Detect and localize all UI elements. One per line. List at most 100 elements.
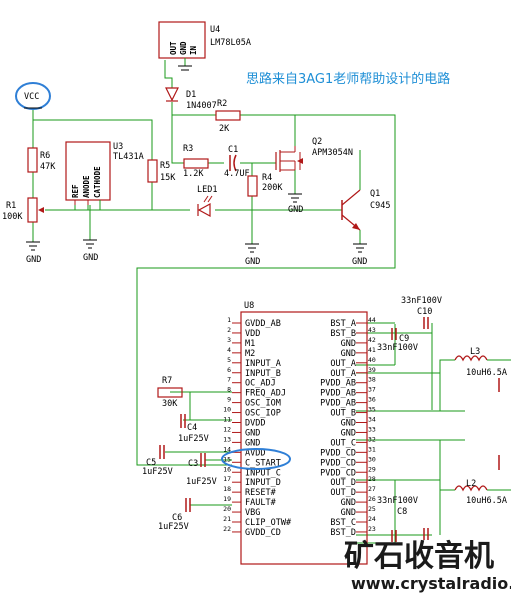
u8-pin-name: BST_A bbox=[330, 319, 356, 329]
u8-pin-number: 9 bbox=[227, 396, 231, 404]
c8-ref: C8 bbox=[397, 507, 407, 517]
u8-pin-number: 35 bbox=[368, 406, 376, 414]
r6-ref: R6 bbox=[40, 151, 50, 161]
r5-value: 15K bbox=[160, 173, 176, 183]
u4-pin-gnd: GND bbox=[179, 41, 188, 55]
c5-value: 1uF25V bbox=[142, 467, 173, 477]
u3-part: TL431A bbox=[113, 152, 144, 162]
c4-ref: C4 bbox=[187, 423, 197, 433]
u3-pin-ref: REF bbox=[71, 184, 80, 198]
u8-pin-name: OUT_C bbox=[330, 438, 356, 448]
u8-pin-number: 16 bbox=[223, 465, 231, 473]
u8-pin-number: 21 bbox=[223, 515, 231, 523]
c1-value: 4.7UF bbox=[224, 169, 250, 179]
u8-pin-number: 15 bbox=[223, 455, 231, 463]
r1-value: 100K bbox=[2, 212, 23, 222]
u8-pin-name: OSC_IOP bbox=[245, 409, 281, 419]
u8-pin-number: 28 bbox=[368, 475, 376, 483]
r2-resistor: R2 2K bbox=[215, 99, 241, 134]
c3-value: 1uF25V bbox=[186, 477, 217, 487]
u4-pin-in: IN bbox=[189, 45, 198, 55]
u8-pin-number: 27 bbox=[368, 485, 376, 493]
u8-pin-number: 39 bbox=[368, 366, 376, 374]
u8-pin-number: 42 bbox=[368, 336, 376, 344]
u8-pin-name: FREQ_ADJ bbox=[245, 389, 286, 399]
u8-pin-number: 11 bbox=[223, 416, 231, 424]
r1-potentiometer: R1 100K bbox=[2, 197, 44, 223]
r6-resistor: R6 47K bbox=[27, 147, 56, 173]
l3-inductor: L3 10uH6.5A bbox=[454, 347, 511, 392]
c5-ref: C5 bbox=[146, 458, 156, 468]
u8-pin-number: 19 bbox=[223, 495, 231, 503]
q2-mosfet: Q2 APM3054N bbox=[275, 137, 353, 172]
u8-ref: U8 bbox=[244, 301, 254, 311]
q2-ref: Q2 bbox=[312, 137, 322, 147]
u8-pin-name: CLIP_OTW# bbox=[245, 518, 292, 528]
q2-part: APM3054N bbox=[312, 148, 353, 158]
u8-pin-number: 44 bbox=[368, 316, 376, 324]
u8-pin-number: 14 bbox=[223, 445, 231, 453]
brand-name: 矿石收音机 bbox=[344, 539, 494, 574]
l2-ref: L2 bbox=[466, 479, 476, 489]
u8-pin-number: 37 bbox=[368, 386, 376, 394]
u8-pin-name: OSC_IOM bbox=[245, 399, 281, 409]
r2-ref: R2 bbox=[217, 99, 227, 109]
r2-value: 2K bbox=[219, 124, 230, 134]
l3-ref: L3 bbox=[470, 347, 480, 357]
c1-capacitor: C1 4.7UF bbox=[224, 145, 250, 179]
u8-pin-name: GVDD_CD bbox=[245, 528, 281, 538]
caption: 思路来自3AG1老师帮助设计的电路 bbox=[246, 71, 450, 87]
u8-pin-number: 24 bbox=[368, 515, 376, 523]
u8-pin-name: GND bbox=[341, 428, 356, 438]
c4-capacitor: C4 1uF25V bbox=[178, 414, 209, 444]
u8-pin-name: FAULT# bbox=[245, 498, 277, 508]
u8-pin-name: OC_ADJ bbox=[245, 379, 276, 389]
r4-resistor: R4 200K bbox=[247, 173, 283, 197]
u8-pin-number: 41 bbox=[368, 346, 376, 354]
r6-value: 47K bbox=[40, 162, 56, 172]
c9-ref: C9 bbox=[399, 334, 409, 344]
u8-pin-name: PVDD_CD bbox=[320, 458, 356, 468]
u8-pin-name: PVDD_AB bbox=[320, 389, 356, 399]
gnd-label: GND bbox=[245, 257, 260, 267]
r3-ref: R3 bbox=[183, 144, 193, 154]
d1-part: 1N4007 bbox=[186, 101, 217, 111]
u8-pin-number: 20 bbox=[223, 505, 231, 513]
u8-pin-name: M1 bbox=[245, 339, 255, 349]
gnd-label: GND bbox=[352, 257, 367, 267]
r7-resistor: R7 30K bbox=[157, 376, 183, 409]
q1-ref: Q1 bbox=[370, 189, 380, 199]
r3-resistor: R3 1.2K bbox=[183, 144, 209, 179]
u8-pin-name: GVDD_AB bbox=[245, 319, 281, 329]
u8-pin-number: 18 bbox=[223, 485, 231, 493]
led1-diode: LED1 bbox=[197, 185, 217, 218]
u8-pin-name: PVDD_AB bbox=[320, 379, 356, 389]
c4-value: 1uF25V bbox=[178, 434, 209, 444]
u8-pin-name: BST_B bbox=[330, 329, 356, 339]
r7-value: 30K bbox=[162, 399, 178, 409]
u8-pin-name: RESET# bbox=[245, 488, 277, 498]
gnd-label: GND bbox=[83, 253, 98, 263]
ground-symbol bbox=[245, 243, 259, 253]
r4-ref: R4 bbox=[262, 173, 272, 183]
u8-pin-name: BST_D bbox=[330, 528, 356, 538]
u8-pin-number: 6 bbox=[227, 366, 231, 374]
u8-pin-number: 43 bbox=[368, 326, 376, 334]
r7-ref: R7 bbox=[162, 376, 172, 386]
u8-pin-number: 7 bbox=[227, 376, 231, 384]
u8-pin-number: 31 bbox=[368, 445, 376, 453]
u8-pin-number: 4 bbox=[227, 346, 231, 354]
u8-pin-number: 36 bbox=[368, 396, 376, 404]
u8-pin-name: GND bbox=[245, 438, 260, 448]
u8-pin-number: 33 bbox=[368, 425, 376, 433]
l2-value: 10uH6.5A bbox=[466, 496, 507, 506]
d1-diode: D1 1N4007 bbox=[165, 87, 217, 111]
gnd-label: GND bbox=[26, 255, 41, 265]
u4-part: LM78L05A bbox=[210, 38, 251, 48]
c8-capacitor: C8 bbox=[397, 507, 429, 540]
u8-pin-name: GND bbox=[341, 349, 356, 359]
c10-capacitor: 33nF100V C10 bbox=[401, 296, 442, 329]
c10-ref: C10 bbox=[417, 307, 432, 317]
